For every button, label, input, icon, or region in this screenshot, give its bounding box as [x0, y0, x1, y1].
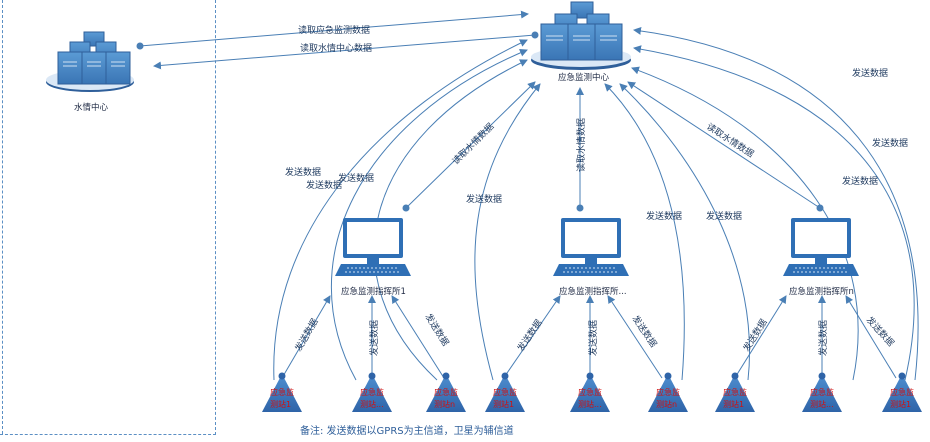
station-label-line1: 应急监 — [810, 387, 834, 397]
label-post1-read: 读取水情数据 — [450, 120, 497, 167]
station-label-line2: 测站... — [360, 399, 384, 409]
monitoring-station-9 — [882, 372, 922, 412]
station-label-line1: 应急监 — [723, 387, 747, 397]
station-label-line1: 应急监 — [890, 387, 914, 397]
station-label-line1: 应急监 — [360, 387, 384, 397]
footnote: 备注: 发送数据以GPRS为主信道，卫星为辅信道 — [300, 426, 514, 437]
svg-text:发送数据: 发送数据 — [852, 67, 888, 79]
svg-text:发送数据: 发送数据 — [842, 175, 878, 187]
label-read-emergency: 读取应急监测数据 — [298, 24, 370, 36]
station-post-links: 发送数据 发送数据 发送数据 发送数据 发送数据 发送数据 发送数据 发送数据 … — [281, 295, 897, 379]
monitoring-station-5 — [570, 372, 610, 412]
svg-text:发送数据: 发送数据 — [285, 166, 321, 178]
command-post-label: 应急监测指挥所1 — [341, 286, 406, 297]
monitoring-station-7 — [715, 372, 755, 412]
station-label-line1: 应急监 — [493, 387, 517, 397]
emergency-center-node — [531, 1, 631, 70]
svg-text:发送数据: 发送数据 — [872, 137, 908, 149]
left-divider-line — [2, 0, 3, 434]
monitoring-station-2 — [352, 372, 392, 412]
top-links: 读取应急监测数据 读取水情中心数据 — [136, 10, 539, 70]
link-read-emergency — [139, 10, 529, 47]
svg-text:发送数据: 发送数据 — [338, 172, 374, 184]
water-center-node — [46, 31, 134, 92]
svg-text:发送数据: 发送数据 — [422, 311, 451, 348]
command-post-3 — [783, 218, 859, 276]
svg-text:发送数据: 发送数据 — [646, 210, 682, 222]
svg-text:发送数据: 发送数据 — [515, 317, 545, 354]
monitoring-station-3 — [426, 372, 466, 412]
station-label-line2: 测站1 — [270, 399, 291, 409]
label-postn-read: 读取水情数据 — [704, 120, 756, 159]
command-post-2 — [553, 218, 629, 276]
monitoring-station-4 — [485, 372, 525, 412]
station-label-line2: 测站... — [578, 399, 602, 409]
monitoring-station-6 — [648, 372, 688, 412]
station-label-line2: 测站n — [656, 399, 677, 409]
station-label-line2: 测站1 — [493, 399, 514, 409]
label-post2-read: 读取水情数据 — [575, 118, 587, 172]
svg-text:发送数据: 发送数据 — [706, 210, 742, 222]
svg-text:发送数据: 发送数据 — [740, 317, 769, 354]
station-label-line2: 测站... — [810, 399, 834, 409]
label-read-water-center: 读取水情中心数据 — [300, 42, 372, 54]
station-label-line1: 应急监 — [434, 387, 458, 397]
station-label-line1: 应急监 — [578, 387, 602, 397]
svg-text:发送数据: 发送数据 — [630, 313, 660, 350]
water-center-label: 水情中心 — [74, 102, 109, 113]
link-read-water-center — [153, 34, 536, 70]
monitoring-station-1 — [262, 372, 302, 412]
monitoring-station-8 — [802, 372, 842, 412]
station-label-line2: 测站n — [434, 399, 455, 409]
emergency-center-label: 应急监测中心 — [558, 72, 610, 83]
station-center-curves: 发送数据 发送数据 发送数据 发送数据 发送数据 发送数据 发送数据 发送数据 … — [273, 26, 919, 381]
svg-text:发送数据: 发送数据 — [368, 320, 380, 356]
svg-text:发送数据: 发送数据 — [466, 193, 502, 205]
station-label-line1: 应急监 — [656, 387, 680, 397]
svg-text:发送数据: 发送数据 — [587, 320, 599, 356]
station-label-line2: 测站1 — [723, 399, 744, 409]
command-post-label: 应急监测指挥所n — [789, 286, 854, 297]
link-dot — [531, 31, 539, 39]
station-label-line2: 测站1 — [890, 399, 911, 409]
link-dot — [136, 42, 144, 50]
svg-text:发送数据: 发送数据 — [292, 316, 320, 353]
post-center-links: 读取水情数据 读取水情数据 读取水情数据 — [402, 81, 824, 212]
command-post-1 — [335, 218, 411, 276]
svg-text:发送数据: 发送数据 — [864, 314, 897, 349]
station-label-line1: 应急监 — [270, 387, 294, 397]
svg-text:发送数据: 发送数据 — [306, 179, 342, 191]
water-center-zone-border — [0, 0, 216, 435]
svg-text:发送数据: 发送数据 — [817, 320, 829, 356]
command-post-label: 应急监测指挥所... — [559, 286, 627, 297]
